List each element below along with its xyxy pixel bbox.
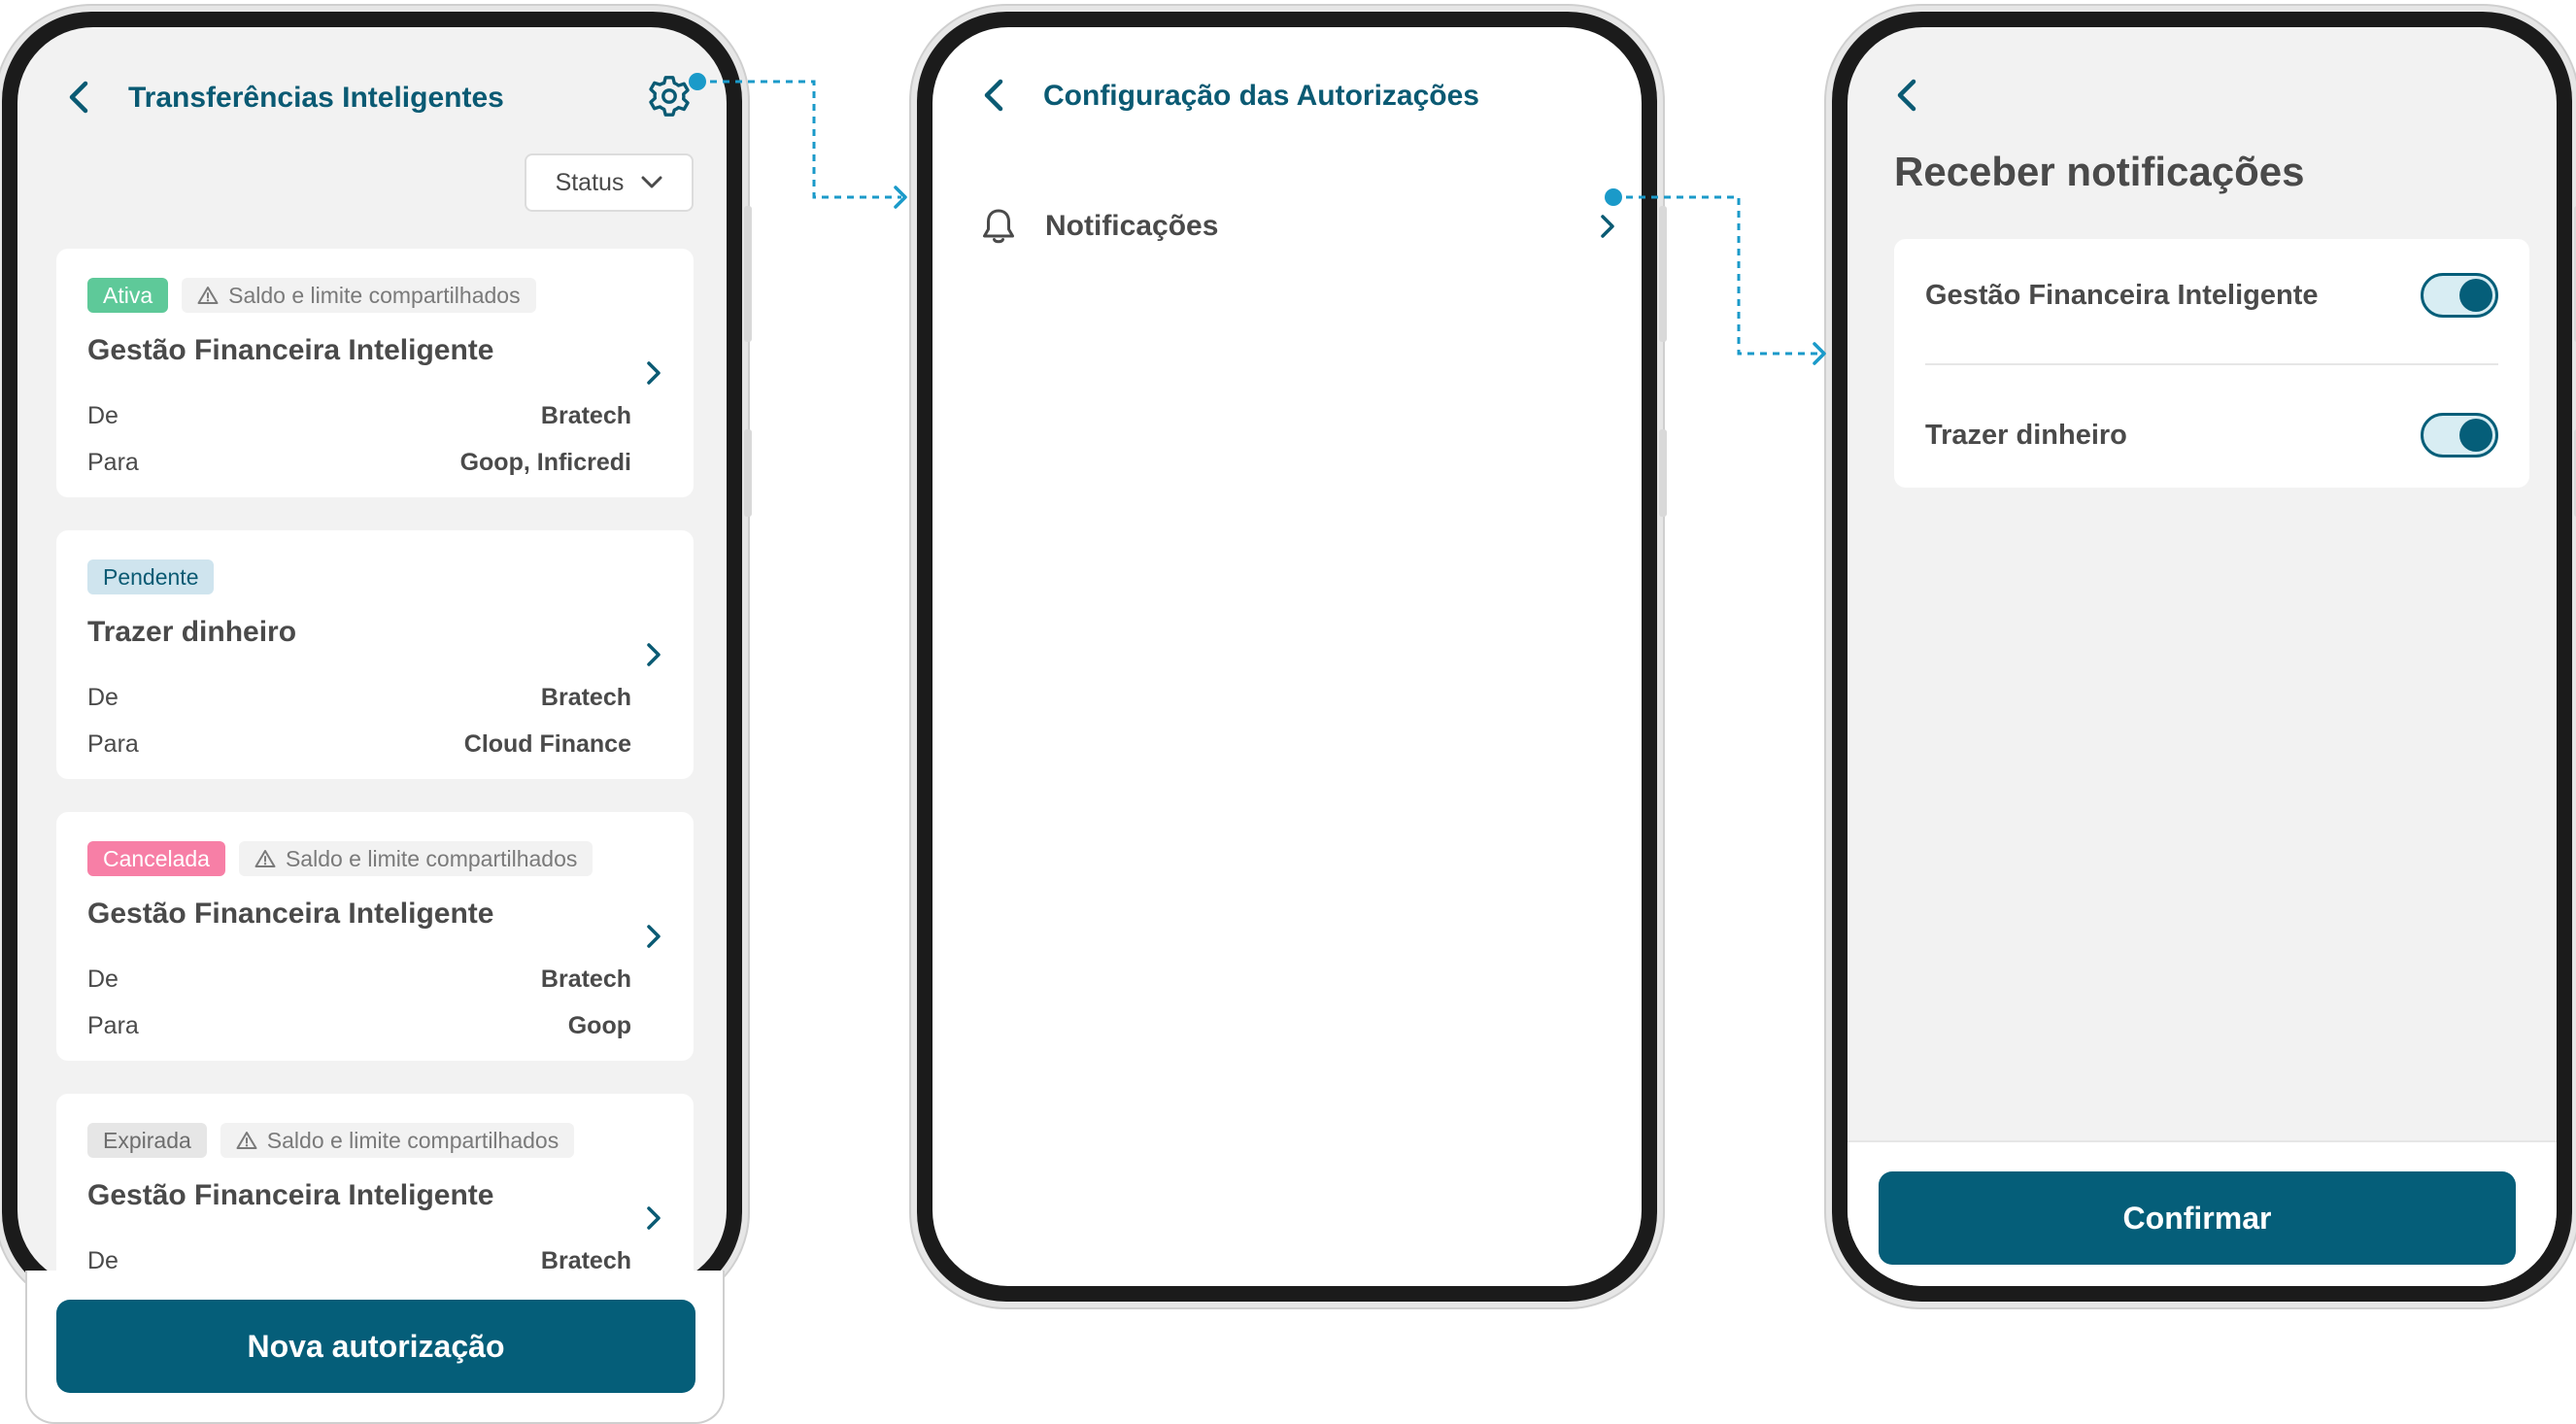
chevron-left-icon[interactable] [975, 76, 1014, 115]
from-label: De [87, 402, 119, 429]
card-title: Gestão Financeira Inteligente [87, 898, 494, 930]
app-header: Transferências Inteligentes [17, 27, 727, 163]
status-filter-label: Status [555, 168, 625, 196]
status-filter-dropdown[interactable]: Status [525, 153, 694, 212]
from-value: Bratech [540, 684, 631, 711]
authorization-card[interactable]: Cancelada Saldo e limite compartilhados … [56, 812, 694, 1061]
chevron-right-icon [647, 643, 661, 666]
chevron-right-icon [1601, 215, 1614, 238]
chevron-right-icon [647, 361, 661, 385]
card-to-row: Para Goop, Inficredi [87, 449, 631, 477]
phone-frame-notifications: Receber notificações Gestão Financeira I… [1832, 12, 2576, 1302]
status-badge: Pendente [87, 559, 215, 594]
notifications-toggle-list: Gestão Financeira Inteligente Trazer din… [1894, 239, 2529, 488]
toggle-label: Trazer dinheiro [1925, 419, 2127, 451]
notification-toggle-switch[interactable] [2421, 413, 2498, 458]
bottom-action-bar: Nova autorização [25, 1271, 725, 1424]
warning-icon [197, 287, 219, 304]
footer-action-bar: Confirmar [1847, 1140, 2557, 1286]
card-from-row: De Bratech [87, 1247, 631, 1275]
toggle-row: Trazer dinheiro [1925, 396, 2498, 474]
to-label: Para [87, 730, 139, 758]
phone-frame-settings: Configuração das Autorizações Notificaçõ… [917, 12, 1667, 1302]
side-button [1659, 429, 1667, 517]
chevron-left-icon[interactable] [60, 78, 99, 117]
side-button [744, 206, 752, 342]
warning-icon [236, 1132, 257, 1149]
authorization-card[interactable]: Ativa Saldo e limite compartilhados Gest… [56, 249, 694, 497]
chevron-down-icon [641, 176, 662, 188]
authorization-card[interactable]: Expirada Saldo e limite compartilhados G… [56, 1094, 694, 1286]
side-button [2574, 429, 2576, 517]
chevron-right-icon [647, 925, 661, 948]
to-label: Para [87, 1012, 139, 1039]
from-value: Bratech [540, 1247, 631, 1274]
from-value: Bratech [540, 966, 631, 993]
side-button [1659, 206, 1667, 342]
gear-icon[interactable] [647, 74, 692, 119]
authorization-card[interactable]: Pendente Trazer dinheiro De Bratech Para… [56, 530, 694, 779]
toggle-label: Gestão Financeira Inteligente [1925, 279, 2319, 311]
from-value: Bratech [540, 402, 631, 429]
card-from-row: De Bratech [87, 684, 631, 712]
status-badge: Cancelada [87, 841, 225, 876]
shared-balance-tag: Saldo e limite compartilhados [182, 278, 536, 313]
from-label: De [87, 684, 119, 711]
shared-balance-tag: Saldo e limite compartilhados [238, 841, 593, 876]
card-title: Gestão Financeira Inteligente [87, 1179, 494, 1211]
to-value: Goop [567, 1012, 631, 1039]
arrowhead-icon [894, 186, 907, 209]
confirm-button[interactable]: Confirmar [1879, 1171, 2516, 1265]
to-label: Para [87, 449, 139, 476]
from-label: De [87, 1247, 119, 1274]
shared-balance-label: Saldo e limite compartilhados [285, 845, 578, 871]
chevron-right-icon [647, 1206, 661, 1230]
chevron-left-icon[interactable] [1888, 76, 1927, 115]
new-authorization-button[interactable]: Nova autorização [56, 1300, 695, 1393]
card-from-row: De Bratech [87, 966, 631, 994]
screen-transfers: Transferências Inteligentes Status Ativa [17, 27, 727, 1286]
card-from-row: De Bratech [87, 402, 631, 430]
from-label: De [87, 966, 119, 993]
card-title: Gestão Financeira Inteligente [87, 334, 494, 366]
toggle-row: Gestão Financeira Inteligente [1925, 256, 2498, 334]
card-to-row: Para Goop [87, 1012, 631, 1040]
page-title: Configuração das Autorizações [1043, 80, 1479, 112]
toggle-knob [2459, 419, 2492, 452]
screen-settings: Configuração das Autorizações Notificaçõ… [932, 27, 1642, 1286]
side-button [2574, 206, 2576, 342]
page-title: Transferências Inteligentes [128, 82, 504, 114]
screen-notifications: Receber notificações Gestão Financeira I… [1847, 27, 2557, 1286]
to-value: Goop, Inficredi [459, 449, 631, 476]
card-title: Trazer dinheiro [87, 616, 297, 648]
shared-balance-label: Saldo e limite compartilhados [266, 1127, 559, 1153]
settings-item-label: Notificações [1045, 210, 1219, 242]
phone-frame-transfers: Transferências Inteligentes Status Ativa [2, 12, 752, 1302]
page-title: Receber notificações [1894, 149, 2305, 194]
notification-toggle-switch[interactable] [2421, 273, 2498, 318]
toggle-knob [2459, 279, 2492, 312]
warning-icon [254, 850, 276, 867]
divider [1925, 363, 2498, 365]
side-button [744, 429, 752, 517]
status-badge: Ativa [87, 278, 169, 313]
card-to-row: Para Cloud Finance [87, 730, 631, 759]
shared-balance-label: Saldo e limite compartilhados [228, 282, 521, 308]
status-badge: Expirada [87, 1123, 207, 1158]
settings-item-notifications[interactable]: Notificações [981, 192, 1622, 260]
to-value: Cloud Finance [463, 730, 631, 758]
shared-balance-tag: Saldo e limite compartilhados [220, 1123, 575, 1158]
bell-icon [983, 209, 1014, 244]
arrowhead-icon [1813, 342, 1826, 365]
